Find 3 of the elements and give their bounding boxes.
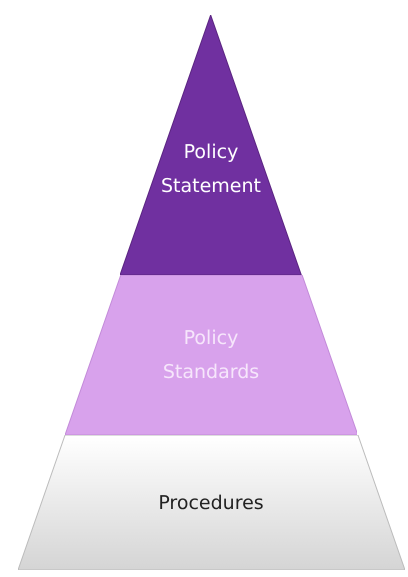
layer-label: Procedures [157, 490, 265, 516]
layer-label: Policy Statement [160, 140, 262, 199]
layer-label: Policy Standards [162, 326, 260, 385]
